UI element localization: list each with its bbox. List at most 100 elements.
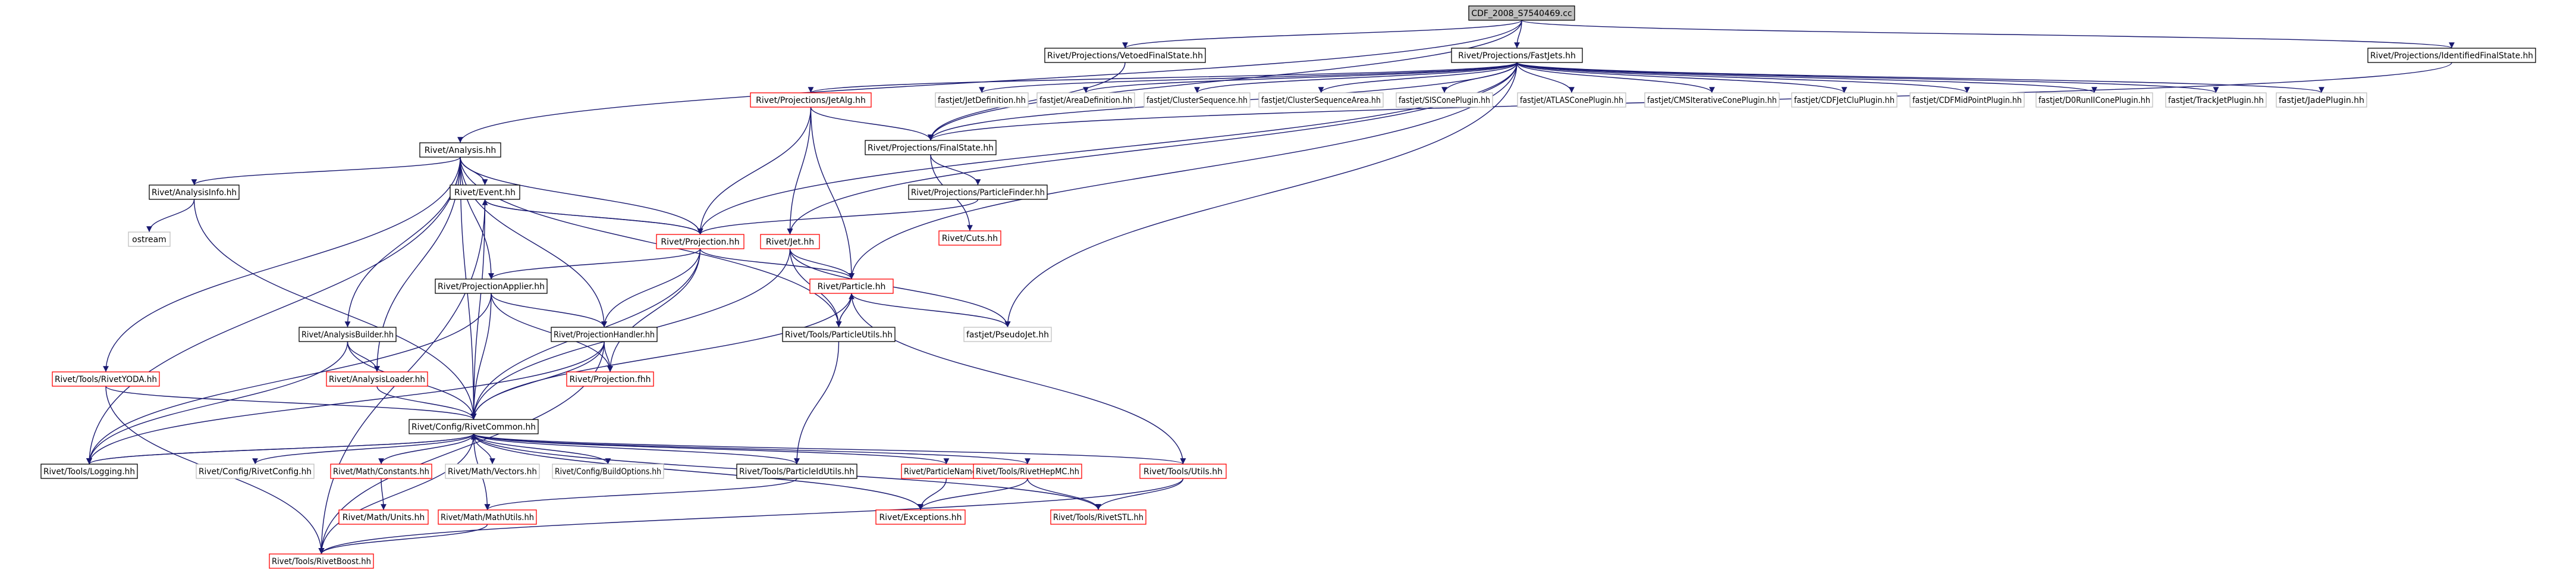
node-label: Rivet/Tools/RivetYODA.hh xyxy=(55,375,157,384)
node-fj_cdfjetclu[interactable]: fastjet/CDFJetCluPlugin.hh xyxy=(1791,92,1898,108)
edge-particle-to-utils xyxy=(851,293,1186,465)
edge-utils-to-rivetstl xyxy=(1095,478,1184,511)
node-projection[interactable]: Rivet/Projection.hh xyxy=(656,234,744,249)
node-box xyxy=(1791,92,1898,108)
edge-rivethepmc-to-rivetstl xyxy=(1027,478,1101,511)
node-cuts[interactable]: Rivet/Cuts.hh xyxy=(938,230,1001,246)
node-box xyxy=(908,184,1048,200)
node-label: fastjet/ATLASConePlugin.hh xyxy=(1520,96,1623,105)
node-label: Rivet/Cuts.hh xyxy=(942,234,998,243)
node-mathvectors[interactable]: Rivet/Math/Vectors.hh xyxy=(445,464,540,479)
node-fastjets[interactable]: Rivet/Projections/FastJets.hh xyxy=(1451,48,1583,63)
node-projapplier[interactable]: Rivet/ProjectionApplier.hh xyxy=(435,278,548,294)
edge-rivetcommon-to-mathconstants xyxy=(378,433,475,465)
edge-rivetcommon-to-rivethepmc xyxy=(473,433,1031,465)
node-particleidutils[interactable]: Rivet/Tools/ParticleIdUtils.hh xyxy=(736,464,857,479)
node-label: Rivet/AnalysisBuilder.hh xyxy=(301,330,394,340)
node-fj_cluseqarea[interactable]: fastjet/ClusterSequenceArea.hh xyxy=(1258,92,1384,108)
node-box xyxy=(1396,92,1493,108)
node-label: fastjet/CMSIterativeConePlugin.hh xyxy=(1647,96,1777,105)
node-box xyxy=(149,184,240,200)
edge-utils-to-rivetboost xyxy=(318,478,1184,555)
node-rivetcommon[interactable]: Rivet/Config/RivetCommon.hh xyxy=(409,419,539,434)
node-label: Rivet/Tools/RivetSTL.hh xyxy=(1053,513,1144,522)
edge-projapplier-to-projection_fhh xyxy=(491,293,613,372)
node-fj_siscone[interactable]: fastjet/SISConePlugin.hh xyxy=(1396,92,1493,108)
node-box xyxy=(438,509,537,525)
node-projhandler[interactable]: Rivet/ProjectionHandler.hh xyxy=(551,327,658,342)
node-fj_cluseq[interactable]: fastjet/ClusterSequence.hh xyxy=(1144,92,1251,108)
edge-fastjets-to-fj_cmscone xyxy=(1516,62,1715,93)
node-box xyxy=(1909,92,2025,108)
node-buildoptions[interactable]: Rivet/Config/BuildOptions.hh xyxy=(552,464,664,479)
node-mathutils[interactable]: Rivet/Math/MathUtils.hh xyxy=(438,509,537,525)
node-label: Rivet/Jet.hh xyxy=(766,237,814,247)
node-box xyxy=(1044,48,1206,63)
node-box xyxy=(128,231,171,247)
edge-analysis-to-projhandler xyxy=(460,156,607,328)
node-exceptions[interactable]: Rivet/Exceptions.hh xyxy=(875,509,966,525)
node-box xyxy=(1036,92,1135,108)
file-nodes: CDF_2008_S7540469.ccRivet/Projections/Ve… xyxy=(40,5,2536,569)
node-fj_d0run[interactable]: fastjet/D0RunIIConePlugin.hh xyxy=(2035,92,2153,108)
node-box xyxy=(338,509,429,525)
node-particle[interactable]: Rivet/Particle.hh xyxy=(809,278,894,294)
node-fj_atlascone[interactable]: fastjet/ATLASConePlugin.hh xyxy=(1517,92,1626,108)
node-rivetstl[interactable]: Rivet/Tools/RivetSTL.hh xyxy=(1050,509,1146,525)
edge-rivetcommon-to-particlename xyxy=(473,433,950,465)
node-logging[interactable]: Rivet/Tools/Logging.hh xyxy=(40,464,138,479)
node-finalstate[interactable]: Rivet/Projections/FinalState.hh xyxy=(865,140,997,155)
node-box xyxy=(750,92,872,108)
edge-fastjets-to-fj_d0run xyxy=(1516,62,2097,93)
edge-rivetyoda-to-rivetcommon xyxy=(105,386,477,420)
node-box xyxy=(1517,92,1626,108)
node-label: Rivet/Tools/ParticleIdUtils.hh xyxy=(739,467,855,477)
node-root: CDF_2008_S7540469.cc xyxy=(1468,5,1575,21)
node-fj_cmscone[interactable]: fastjet/CMSIterativeConePlugin.hh xyxy=(1644,92,1780,108)
node-utils[interactable]: Rivet/Tools/Utils.hh xyxy=(1139,464,1227,479)
node-event[interactable]: Rivet/Event.hh xyxy=(450,184,520,200)
edge-analysisinfo-to-rivetcommon xyxy=(193,199,477,420)
node-box xyxy=(938,230,1001,246)
node-label: Rivet/Tools/RivetBoost.hh xyxy=(272,557,371,566)
node-fj_jetdef[interactable]: fastjet/JetDefinition.hh xyxy=(935,92,1029,108)
edge-analysis-to-analysisinfo xyxy=(191,156,461,186)
node-box xyxy=(445,464,540,479)
node-fj_trackjet[interactable]: fastjet/TrackJetPlugin.hh xyxy=(2165,92,2267,108)
node-pseudojet[interactable]: fastjet/PseudoJet.hh xyxy=(963,327,1052,342)
node-box xyxy=(865,140,997,155)
node-fj_jade[interactable]: fastjet/JadePlugin.hh xyxy=(2276,92,2367,108)
node-rivetboost[interactable]: Rivet/Tools/RivetBoost.hh xyxy=(269,553,374,569)
node-mathunits[interactable]: Rivet/Math/Units.hh xyxy=(338,509,429,525)
node-rivetconfig[interactable]: Rivet/Config/RivetConfig.hh xyxy=(196,464,315,479)
node-fj_areadef[interactable]: fastjet/AreaDefinition.hh xyxy=(1036,92,1135,108)
node-box xyxy=(1139,464,1227,479)
node-projection_fhh[interactable]: Rivet/Projection.fhh xyxy=(566,371,654,387)
node-label: Rivet/Math/MathUtils.hh xyxy=(441,513,534,522)
node-analysis[interactable]: Rivet/Analysis.hh xyxy=(419,142,501,158)
node-analysisinfo[interactable]: Rivet/AnalysisInfo.hh xyxy=(149,184,240,200)
edge-fastjets-to-fj_cdfjetclu xyxy=(1516,62,1848,93)
edge-particleutils-to-particleidutils xyxy=(794,341,840,465)
node-fj_cdfmidpoint[interactable]: fastjet/CDFMidPointPlugin.hh xyxy=(1909,92,2025,108)
node-analysisloader[interactable]: Rivet/AnalysisLoader.hh xyxy=(326,371,428,387)
node-jetalg[interactable]: Rivet/Projections/JetAlg.hh xyxy=(750,92,872,108)
node-box xyxy=(450,184,520,200)
edge-projection-to-projection_fhh xyxy=(607,248,701,372)
node-label: Rivet/ParticleName.hh xyxy=(904,467,989,477)
node-vetoed[interactable]: Rivet/Projections/VetoedFinalState.hh xyxy=(1044,48,1206,63)
node-box xyxy=(1468,5,1575,21)
node-analysisbuilder[interactable]: Rivet/AnalysisBuilder.hh xyxy=(299,327,397,342)
node-particlefinder[interactable]: Rivet/Projections/ParticleFinder.hh xyxy=(908,184,1048,200)
node-rivetyoda[interactable]: Rivet/Tools/RivetYODA.hh xyxy=(52,371,160,387)
node-particleutils[interactable]: Rivet/Tools/ParticleUtils.hh xyxy=(782,327,896,342)
node-ostream[interactable]: ostream xyxy=(128,231,171,247)
node-label: fastjet/SISConePlugin.hh xyxy=(1399,96,1490,105)
edge-logging-to-rivetcommon xyxy=(89,433,477,465)
node-mathconstants[interactable]: Rivet/Math/Constants.hh xyxy=(330,464,432,479)
node-jet[interactable]: Rivet/Jet.hh xyxy=(760,234,820,249)
node-identified[interactable]: Rivet/Projections/IdentifiedFinalState.h… xyxy=(2367,48,2536,63)
edge-analysis-to-projapplier xyxy=(460,156,494,280)
node-rivethepmc[interactable]: Rivet/Tools/RivetHepMC.hh xyxy=(973,464,1082,479)
node-label: CDF_2008_S7540469.cc xyxy=(1471,9,1572,18)
